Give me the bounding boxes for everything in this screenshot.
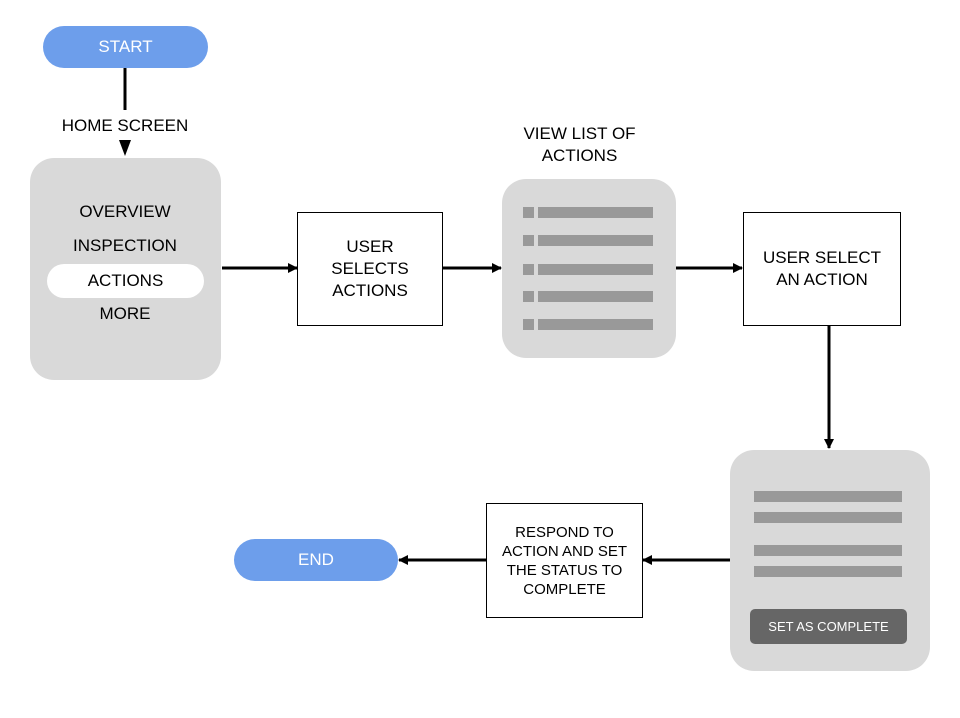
- step-user-select-action: USER SELECT AN ACTION: [743, 212, 901, 326]
- list-bullet-icon: [523, 291, 534, 302]
- detail-text-placeholder: [754, 512, 902, 523]
- step-respond-to-action: RESPOND TO ACTION AND SET THE STATUS TO …: [486, 503, 643, 618]
- step-user-selects-actions-label: USER SELECTS ACTIONS: [331, 237, 409, 300]
- start-label: START: [98, 37, 153, 56]
- detail-text-placeholder: [754, 566, 902, 577]
- step-user-selects-actions: USER SELECTS ACTIONS: [297, 212, 443, 326]
- list-bullet-icon: [523, 235, 534, 246]
- detail-text-placeholder: [754, 491, 902, 502]
- home-screen-mockup: OVERVIEW INSPECTION ACTIONS MORE: [30, 158, 221, 380]
- list-item-placeholder: [538, 319, 653, 330]
- menu-item-actions[interactable]: ACTIONS: [47, 264, 204, 298]
- list-item-placeholder: [538, 207, 653, 218]
- menu-item-inspection[interactable]: INSPECTION: [73, 236, 177, 255]
- arrow-into-home: [119, 140, 131, 156]
- step-user-select-action-label: USER SELECT AN ACTION: [762, 248, 882, 289]
- home-screen-caption: HOME SCREEN: [61, 116, 189, 135]
- list-bullet-icon: [523, 264, 534, 275]
- start-terminal: START: [43, 26, 208, 68]
- menu-item-more[interactable]: MORE: [99, 304, 151, 323]
- step-respond-to-action-label: RESPOND TO ACTION AND SET THE STATUS TO …: [501, 523, 628, 598]
- list-item-placeholder: [538, 235, 653, 246]
- view-list-caption: VIEW LIST OF ACTIONS: [523, 124, 636, 165]
- set-as-complete-button[interactable]: SET AS COMPLETE: [750, 609, 907, 644]
- list-bullet-icon: [523, 207, 534, 218]
- end-terminal: END: [234, 539, 398, 581]
- list-item-placeholder: [538, 264, 653, 275]
- action-detail-mockup: SET AS COMPLETE: [730, 450, 930, 671]
- list-bullet-icon: [523, 319, 534, 330]
- menu-item-overview[interactable]: OVERVIEW: [79, 202, 171, 221]
- detail-text-placeholder: [754, 545, 902, 556]
- action-list-mockup: [502, 179, 676, 358]
- end-label: END: [298, 550, 334, 569]
- list-item-placeholder: [538, 291, 653, 302]
